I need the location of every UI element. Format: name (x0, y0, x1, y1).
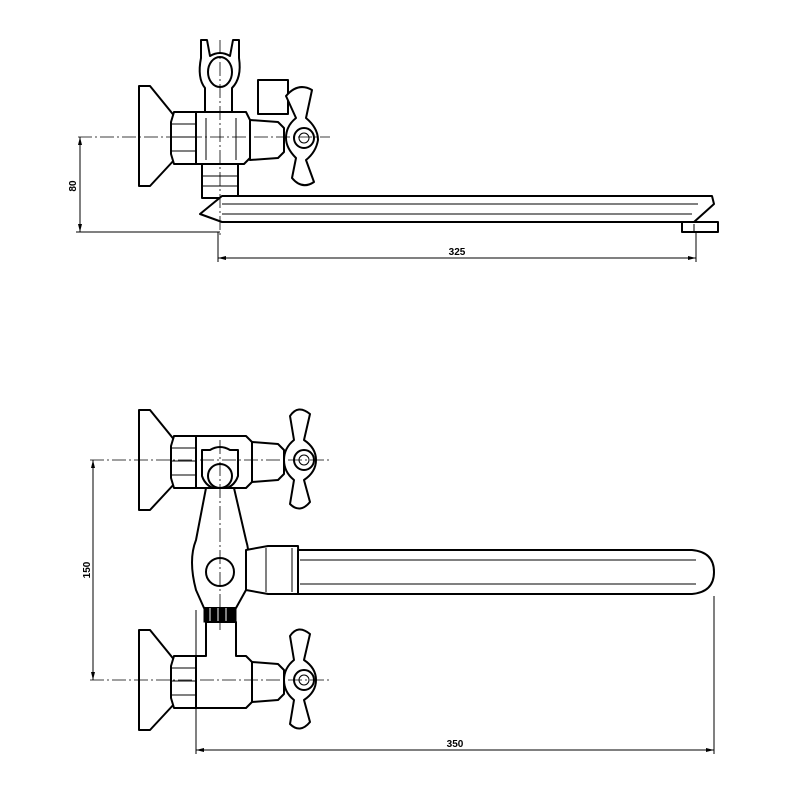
side-hex-nut (170, 111, 200, 165)
top-spout (297, 549, 715, 595)
top-lower-valve-stem (251, 661, 285, 703)
top-swivel-arm (191, 487, 250, 609)
top-lower-valve-body (195, 621, 253, 709)
side-spout-aerator (681, 221, 719, 233)
dimension-height-label: 80 (68, 180, 79, 192)
side-valve-stem (249, 119, 285, 161)
side-view: 80 325 (68, 39, 719, 262)
top-upper-hex-nut (170, 435, 200, 489)
side-valve-cap (257, 79, 289, 115)
dimension-spout-length-label: 350 (447, 739, 464, 750)
side-valve-body (195, 111, 251, 165)
top-view: 150 350 (82, 408, 715, 754)
top-upper-valve-stem (251, 441, 285, 483)
top-lower-hex-nut (170, 655, 200, 709)
dimension-reach-label: 325 (449, 247, 466, 258)
side-spout (199, 195, 715, 223)
dimension-inlet-spacing-label: 150 (82, 561, 93, 578)
